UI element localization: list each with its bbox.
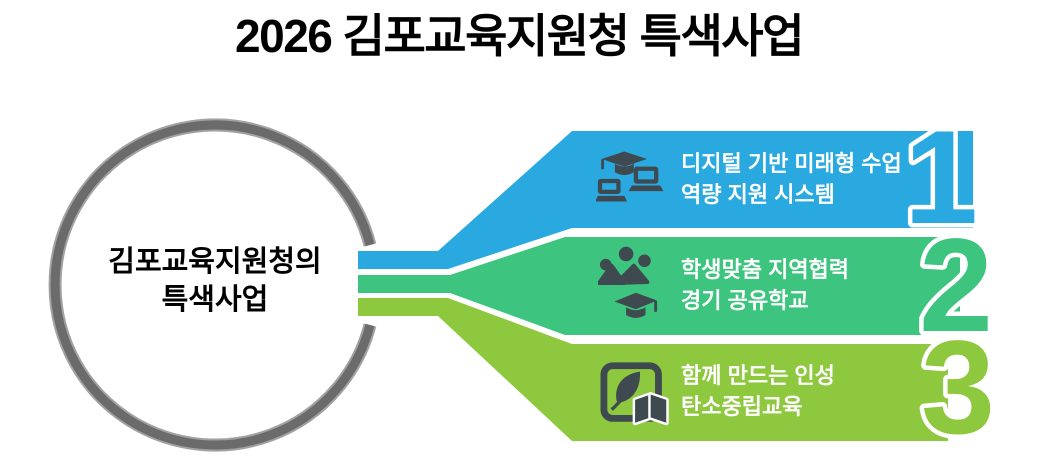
community-school-icon xyxy=(598,246,658,318)
banner-1-line1: 디지털 기반 미래형 수업 xyxy=(681,151,902,176)
person-head-shape xyxy=(618,246,634,262)
mortarboard-shape xyxy=(601,151,647,167)
step-number-1: 1 xyxy=(904,104,978,252)
banner-3-line1: 함께 만드는 인성 xyxy=(681,363,835,388)
circle-label-line2: 특색사업 xyxy=(161,284,269,316)
banner-3-line2: 탄소중립교육 xyxy=(681,394,803,419)
banner-1-text: 디지털 기반 미래형 수업 역량 지원 시스템 xyxy=(681,148,981,210)
banner-2-line2: 경기 공유학교 xyxy=(681,288,809,313)
banner-2-text: 학생맞춤 지역협력 경기 공유학교 xyxy=(681,254,981,316)
circle-ring xyxy=(50,120,375,450)
banner-2-line1: 학생맞춤 지역협력 xyxy=(681,257,850,282)
open-book-shape xyxy=(632,392,669,426)
circle-label-line1: 김포교육지원청의 xyxy=(108,246,322,278)
screen-frame-shape xyxy=(600,362,662,422)
mortarboard-shape xyxy=(614,292,658,310)
circle-label: 김포교육지원청의 특색사업 xyxy=(55,243,375,319)
page-title: 2026 김포교육지원청 특색사업 xyxy=(235,10,804,62)
step-number-2: 2 xyxy=(919,212,993,360)
banner-2-shape xyxy=(358,237,960,335)
step-number-3: 3 xyxy=(921,314,995,461)
banner-1-line2: 역량 지원 시스템 xyxy=(681,182,835,207)
banner-3-text: 함께 만드는 인성 탄소중립교육 xyxy=(681,360,981,422)
digital-learning-icon xyxy=(596,151,664,202)
eco-education-icon xyxy=(600,362,669,426)
banner-1-shape xyxy=(358,131,973,269)
community-school-icon-shapes xyxy=(598,246,658,318)
